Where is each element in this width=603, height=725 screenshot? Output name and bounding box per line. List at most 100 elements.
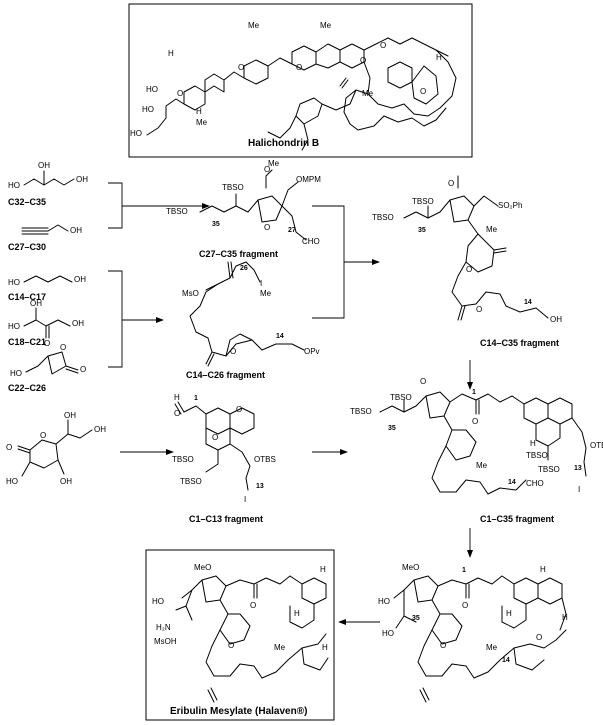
erib-msoh: MsOH: [154, 637, 177, 646]
c18-o: O: [44, 339, 50, 348]
c32-oh-top: OH: [38, 161, 50, 170]
c1c35-o-carbonyl: O: [472, 417, 478, 426]
c1-h: H: [174, 393, 180, 402]
bracket-c14-c26: [108, 270, 160, 368]
hb-h-1: H: [168, 49, 174, 58]
c27-o-ring: O: [264, 223, 270, 232]
hb-o-3: O: [296, 63, 302, 72]
erib-meo: MeO: [194, 563, 211, 572]
prec-num-35: 35: [412, 615, 420, 622]
c27-num-35: 35: [212, 221, 220, 228]
c14-c26-fragment: I Me MsO O OPv 26 14 C14–C26 fragment: [182, 261, 320, 380]
c1-tbso-2: TBSO: [180, 477, 202, 486]
c14-num-26: 26: [240, 265, 248, 272]
c1c35-num-13: 13: [574, 465, 582, 472]
halichondrin-b-label: Halichondrin B: [248, 138, 319, 149]
c1c35-otbs: OTBS: [590, 441, 603, 450]
bracket-c27-c35: [108, 182, 206, 229]
prec-meo: MeO: [402, 563, 419, 572]
hb-me-4: Me: [362, 89, 374, 98]
c1c35-h-1: H: [530, 439, 536, 448]
c14-c26-fragment-label: C14–C26 fragment: [186, 370, 265, 380]
prec-h-1: H: [506, 609, 512, 618]
eribulin-panel: MeO HO H₂N MsOH O H H H Me O Eribulin Me…: [145, 549, 335, 721]
bracket-c14-c35: [312, 205, 376, 319]
c1c35-cho: CHO: [526, 479, 544, 488]
sugar-ho: HO: [6, 477, 18, 486]
prec-me: Me: [486, 643, 498, 652]
c1c35-tbso-2: TBSO: [350, 407, 372, 416]
c14c35-num-14: 14: [524, 299, 532, 306]
sugar-lactone-block: O O OH OH HO OH: [6, 411, 106, 486]
c1c35-iodo: I: [578, 485, 580, 494]
c1-c13-fragment-label: C1–C13 fragment: [189, 514, 263, 524]
eribulin-box: [145, 549, 335, 721]
erib-me: Me: [274, 643, 286, 652]
hb-h-2: H: [196, 107, 202, 116]
arrowhead-c14-c26: [156, 317, 164, 323]
prec-o-ring: O: [440, 641, 446, 650]
prec-ho-1: HO: [378, 597, 390, 606]
arrowhead-eribulin: [338, 619, 346, 625]
halichondrin-b-structure: [146, 37, 457, 151]
c27-tbso-2: TBSO: [166, 207, 188, 216]
c1c35-num-14: 14: [508, 479, 516, 486]
c14-opv: OPv: [304, 347, 320, 356]
c14-o-ring: O: [230, 347, 236, 356]
c14-iodo: I: [260, 279, 262, 288]
halichondrin-b-panel: H HO HO HO O H Me Me Me O O O O Me H O H…: [128, 3, 473, 158]
c14-num-14: 14: [276, 333, 284, 340]
erib-h2n: H₂N: [156, 623, 171, 632]
erib-ho: HO: [152, 597, 164, 606]
c14-c35-fragment-label: C14–C35 fragment: [480, 338, 559, 348]
sugar-oh-3: OH: [60, 477, 72, 486]
c14-ho: HO: [8, 278, 20, 287]
c1c35-tbso-1: TBSO: [390, 393, 412, 402]
erib-o-carbonyl: O: [250, 601, 256, 610]
c1-num-1: 1: [194, 395, 198, 402]
c32-oh-right: OH: [76, 175, 88, 184]
prec-ho-2: HO: [382, 629, 394, 638]
halichondrin-b-box: [128, 3, 473, 158]
arrowhead-c27-c35: [202, 203, 210, 209]
arrowhead-c14-c35: [372, 259, 380, 265]
hb-me-1: Me: [196, 118, 208, 127]
c14-c35-fragment: O TBSO TBSO SO₂Ph Me O O OH 35 14 C14–C3…: [372, 175, 562, 348]
c1c35-tbso-4: TBSO: [538, 465, 560, 474]
c1-tbso-1: TBSO: [172, 455, 194, 464]
erib-h-2: H: [320, 565, 326, 574]
arrowhead-down-1: [467, 382, 473, 390]
erib-o-ring: O: [228, 641, 234, 650]
c1c35-tbso-3: TBSO: [526, 451, 548, 460]
c1-o-ring-2: O: [212, 433, 218, 442]
c27-me: Me: [268, 159, 280, 168]
c22-ho: HO: [10, 369, 22, 378]
hb-me-3: Me: [320, 21, 332, 30]
c14c35-tbso-2: TBSO: [372, 213, 394, 222]
c27-o-methoxy: O: [264, 165, 270, 174]
c14c35-o-methoxy: O: [448, 179, 454, 188]
hb-o-5: O: [380, 41, 386, 50]
c27-c35-fragment: O Me TBSO TBSO OMPM O CHO 35 27 C27–C35 …: [166, 159, 321, 259]
c27-c30-block: OH C27–C30: [8, 224, 82, 252]
c14c35-me: Me: [486, 225, 498, 234]
c14-me: Me: [260, 289, 272, 298]
c14-oh: OH: [74, 275, 86, 284]
prec-num-1: 1: [462, 567, 466, 574]
c22-o-ring: O: [60, 343, 66, 352]
c22-c26-label: C22–C26: [8, 383, 46, 393]
sugar-o-carbonyl: O: [6, 443, 12, 452]
erib-h-3: H: [322, 643, 328, 652]
c1-c35-fragment: O TBSO TBSO O H TBSO TBSO OTBS I Me CHO …: [350, 377, 603, 524]
c14-mso: MsO: [182, 289, 199, 298]
c18-oh-top: OH: [30, 299, 42, 308]
hb-o-6: O: [420, 87, 426, 96]
sugar-oh-1: OH: [64, 411, 76, 420]
c1-c13-fragment: H O O O TBSO TBSO OTBS I 1 13 C1–C13 fra…: [172, 393, 276, 524]
c27-tbso-1: TBSO: [222, 183, 244, 192]
c27-c30-label: C27–C30: [8, 242, 46, 252]
c1-o-ring-1: O: [236, 405, 242, 414]
c27-cho: CHO: [302, 237, 320, 246]
prec-h-2: H: [540, 565, 546, 574]
